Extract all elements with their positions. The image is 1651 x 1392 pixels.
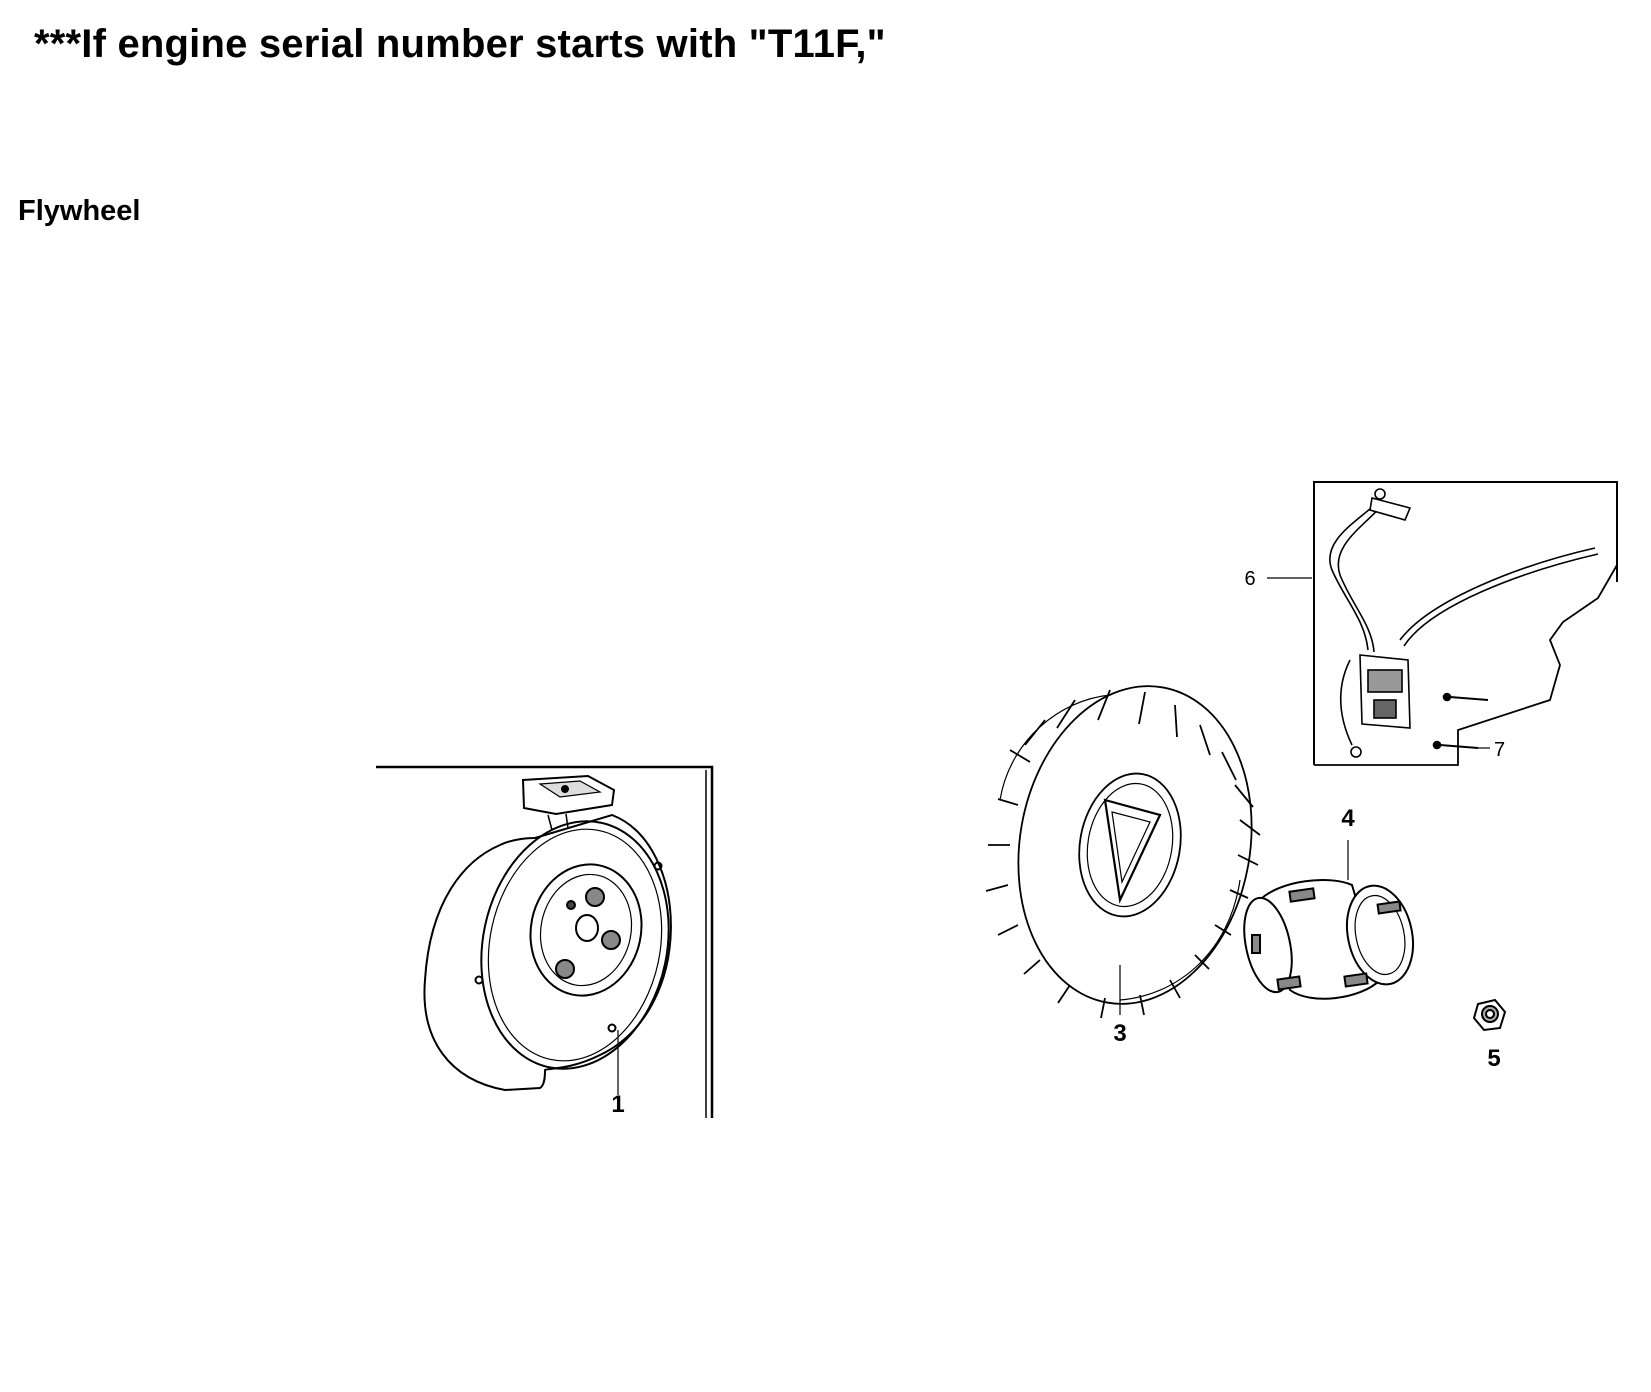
screws-part[interactable] bbox=[1432, 692, 1491, 750]
nut-part[interactable] bbox=[1472, 998, 1507, 1032]
callout-4: 4 bbox=[1341, 805, 1355, 832]
callout-6: 6 bbox=[1244, 568, 1255, 590]
screws-body bbox=[1432, 692, 1489, 750]
starter-cup-body bbox=[1243, 879, 1414, 1000]
cooling-fan-body bbox=[985, 685, 1261, 1019]
flywheel-body bbox=[423, 774, 672, 1092]
ignition-coil-body bbox=[1329, 488, 1599, 758]
cooling-fan-part[interactable] bbox=[985, 667, 1276, 1022]
callout-5: 5 bbox=[1487, 1045, 1500, 1072]
ignition-coil-part[interactable] bbox=[1267, 481, 1618, 766]
starter-cup-part[interactable] bbox=[1237, 840, 1422, 1000]
page-heading: ***If engine serial number starts with "… bbox=[34, 22, 886, 66]
callout-7: 7 bbox=[1494, 739, 1505, 761]
nut-body bbox=[1472, 998, 1507, 1032]
flywheel-frame bbox=[376, 765, 714, 1118]
callout-1: 1 bbox=[611, 1091, 624, 1118]
ignition-coil-frame bbox=[1313, 481, 1618, 766]
callout-3: 3 bbox=[1113, 1020, 1126, 1047]
flywheel-part[interactable] bbox=[376, 765, 714, 1118]
section-title: Flywheel bbox=[18, 195, 141, 227]
